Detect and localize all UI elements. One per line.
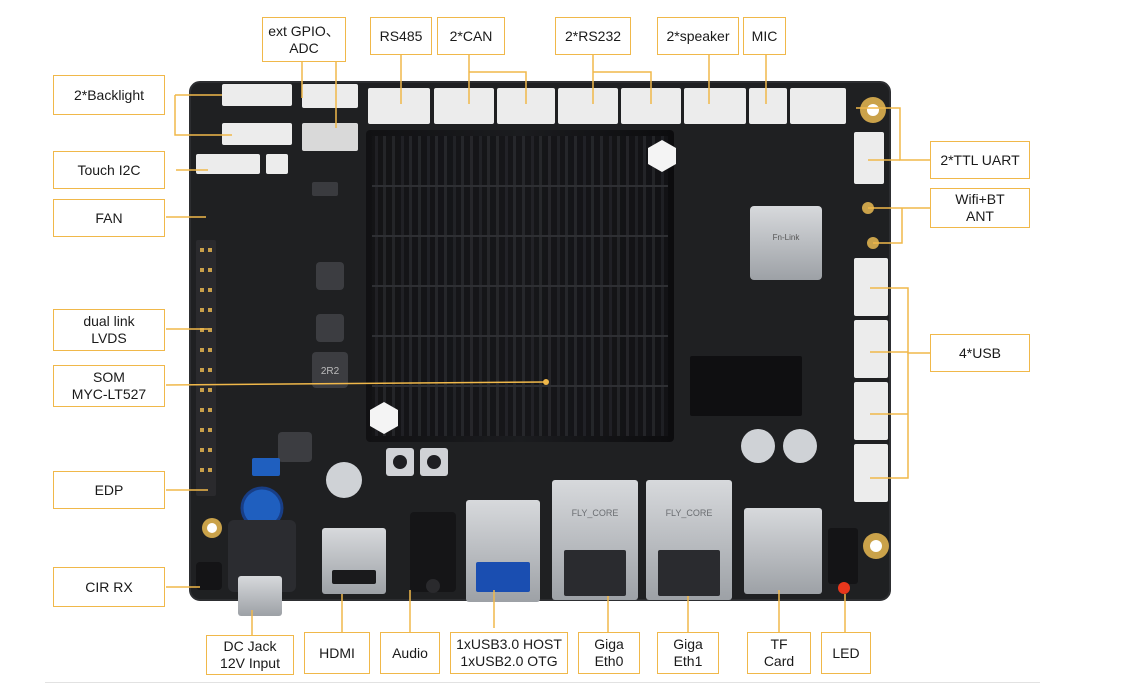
label-wifi-bt: Wifi+BT ANT [930,188,1030,228]
left-pin-header [196,240,216,496]
standoff-top [648,140,676,172]
wifi-module-print: Fn-Link [773,233,801,242]
label-can: 2*CAN [437,17,505,55]
label-backlight: 2*Backlight [53,75,165,115]
gpio-header-2 [302,123,358,151]
led-lamp [838,582,850,594]
leader-usb [870,287,930,354]
pcb-edge [189,81,891,601]
hdmi-port [322,528,386,594]
label-rs485: RS485 [370,17,432,55]
m2-slot [690,356,802,416]
inductor-2 [316,314,344,342]
eth0-port [564,550,626,596]
label-mic: MIC [743,17,786,55]
bottom-divider [45,682,1040,683]
inductor-3 [278,432,312,462]
eth1-print: FLY_CORE [666,508,713,518]
capacitor-left [326,462,362,498]
uart0-connector [790,88,846,124]
rs232-connector-2 [621,88,681,124]
eth1-port [658,550,720,596]
left-header-pins [200,248,212,472]
mount-hole-bl-inner [207,523,217,533]
dc-jack [228,520,296,592]
label-ttl-uart: 2*TTL UART [930,141,1030,179]
ttl-uart-connector-1 [854,132,884,184]
audio-jack [410,512,456,592]
label-4usb: 4*USB [930,334,1030,372]
label-som: SOM MYC-LT527 [53,365,165,407]
som-leader-dot [543,379,549,385]
label-audio: Audio [380,632,440,674]
capacitor-right-1 [741,429,775,463]
led-housing [828,528,858,584]
label-led: LED [821,632,871,674]
usb-connector-4 [854,444,888,502]
blue-jumper-base [252,458,280,476]
label-hdmi: HDMI [304,632,370,674]
label-fan: FAN [53,199,165,237]
label-giga-eth1: Giga Eth1 [657,632,719,674]
push-button-1-cap [393,455,407,469]
inductor-print: 2R2 [321,366,340,377]
tf-card-slot [744,508,822,594]
label-tf-card: TF Card [747,632,811,674]
hdmi-port-slot [332,570,376,584]
label-touch-i2c: Touch I2C [53,151,165,189]
backlight-connector-2 [222,123,292,145]
leader-ttl-uart [856,107,930,161]
push-button-2-cap [427,455,441,469]
label-edp: EDP [53,471,165,509]
label-dc-jack: DC Jack 12V Input [206,635,294,675]
label-usb-host-otg: 1xUSB3.0 HOST 1xUSB2.0 OTG [450,632,568,674]
label-speaker: 2*speaker [657,17,739,55]
rs232-connector-1 [558,88,618,124]
label-giga-eth0: Giga Eth0 [578,632,640,674]
backlight-connector-1 [222,84,292,106]
mount-hole-tr-inner [867,104,879,116]
mic-connector [749,88,787,124]
can-connector-2 [497,88,555,124]
leader-som [165,381,547,386]
top-connector-row [368,88,846,124]
cir-receiver [196,562,222,590]
label-dual-lvds: dual link LVDS [53,309,165,351]
label-rs232: 2*RS232 [555,17,631,55]
rs485-connector [368,88,430,124]
small-white-conn [266,154,288,174]
standoff-bottom [370,402,398,434]
can-connector-1 [434,88,494,124]
leader-lines [165,55,930,636]
label-ext-gpio-adc: ext GPIO、 ADC [262,17,346,62]
usb-connector-1 [854,258,888,316]
usb3-port [476,562,530,592]
touch-connector [196,154,260,174]
eth0-print: FLY_CORE [572,508,619,518]
switch [312,182,338,196]
gpio-header-1 [302,84,358,108]
capacitor-right-2 [783,429,817,463]
mount-hole-br-inner [870,540,882,552]
wifi-module [750,206,822,280]
label-cir-rx: CIR RX [53,567,165,607]
usb-connector-2 [854,320,888,378]
audio-jack-hole [426,579,440,593]
dc-jack-barrel [238,576,282,616]
inductor-1 [316,262,344,290]
inductor-2r2 [312,352,348,388]
speaker-connector [684,88,746,124]
usb-connector-3 [854,382,888,440]
heatsink-grooves [372,185,668,387]
